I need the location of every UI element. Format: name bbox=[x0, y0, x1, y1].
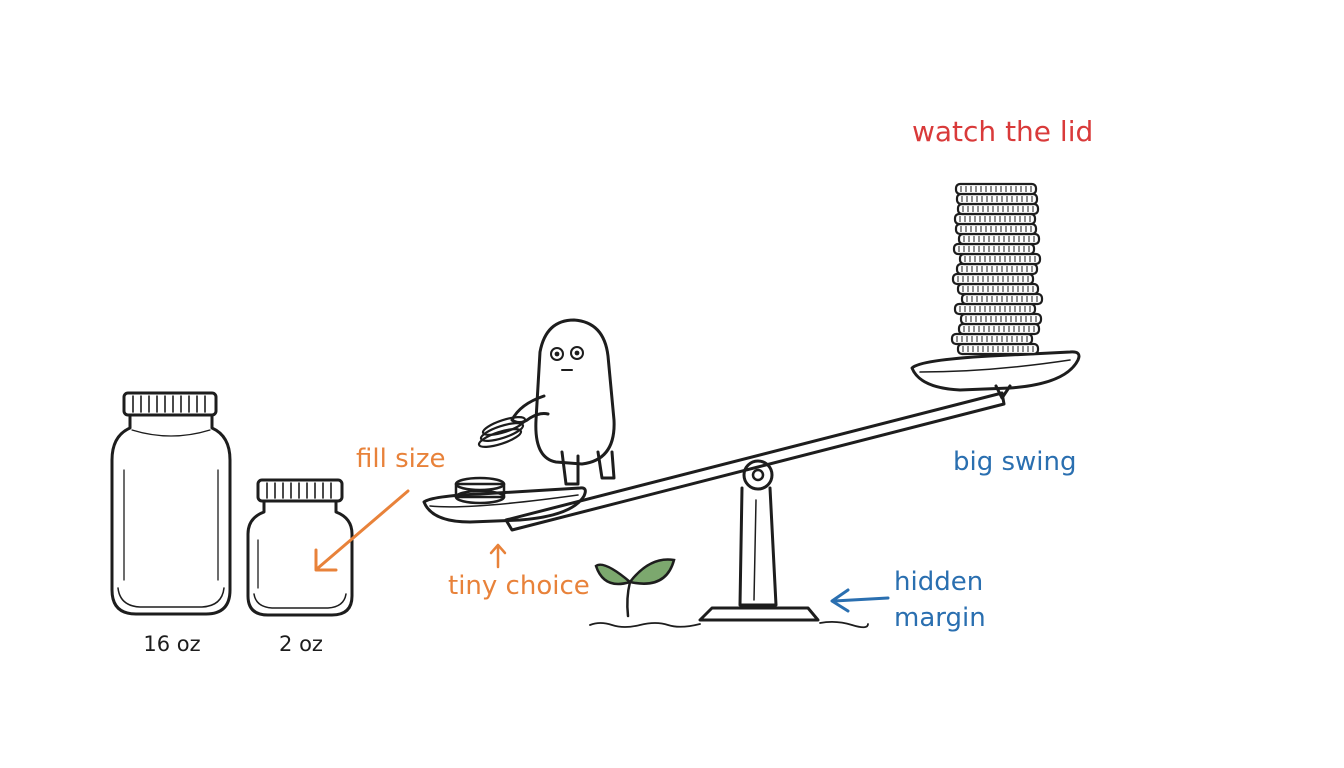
ground-line bbox=[589, 620, 869, 629]
small-jar bbox=[246, 478, 354, 617]
tiny-choice-arrow bbox=[489, 543, 507, 569]
hidden-margin-label-line1: hidden bbox=[894, 567, 983, 597]
pivot-joint bbox=[742, 459, 774, 491]
right-pan bbox=[910, 350, 1081, 400]
hidden-margin-arrow bbox=[830, 588, 890, 613]
big-swing-label: big swing bbox=[953, 447, 1077, 477]
hidden-margin-label-line2: margin bbox=[894, 603, 986, 633]
large-jar-body bbox=[110, 414, 232, 616]
small-jar-label: 2 oz bbox=[279, 632, 323, 656]
creature-body bbox=[534, 318, 616, 466]
large-jar-label: 16 oz bbox=[143, 632, 200, 656]
small-jar-body bbox=[246, 500, 354, 617]
small-jar-lid bbox=[256, 478, 344, 503]
held-coins bbox=[477, 416, 527, 448]
small-coin-stack bbox=[454, 476, 506, 505]
fill-size-arrow bbox=[314, 489, 410, 572]
seesaw-beam bbox=[504, 391, 1006, 532]
left-pan bbox=[422, 476, 587, 524]
fill-size-label: fill size bbox=[356, 444, 446, 474]
large-jar bbox=[110, 391, 232, 616]
watch-the-lid-label: watch the lid bbox=[912, 115, 1093, 148]
scale-base bbox=[698, 486, 820, 622]
large-jar-lid bbox=[122, 391, 218, 417]
sprout-icon bbox=[594, 558, 676, 618]
green-creature bbox=[477, 318, 616, 486]
big-coin-stack bbox=[950, 182, 1044, 356]
tiny-choice-label: tiny choice bbox=[448, 571, 590, 601]
